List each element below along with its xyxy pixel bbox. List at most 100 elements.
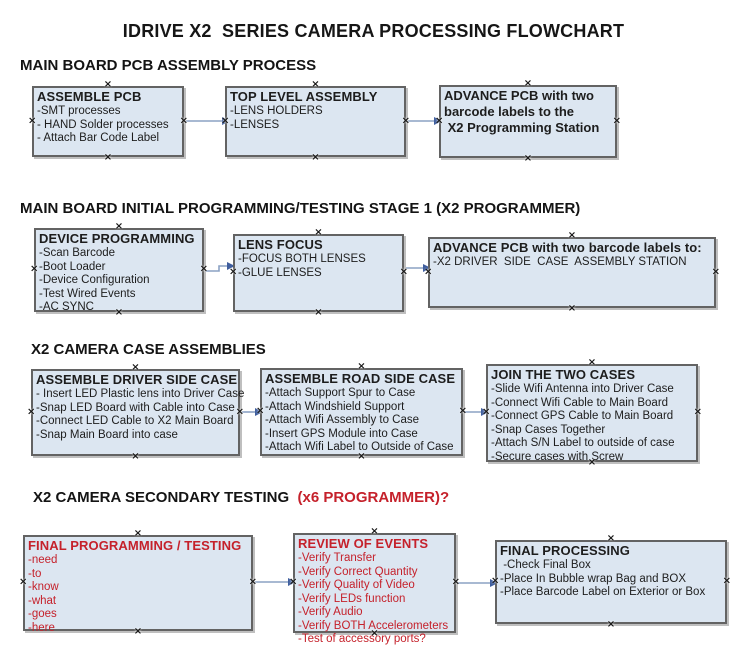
flow-box-1-0[interactable]: DEVICE PROGRAMMING-Scan Barcode-Boot Loa… [30, 222, 208, 318]
connection-point-marker: × [103, 152, 113, 163]
flow-box-line: -Snap Main Board into case [36, 428, 178, 441]
flow-box-line: -Attach Windshield Support [265, 400, 405, 413]
flow-box-line: -Attach Support Spur to Case [265, 387, 416, 399]
flow-box-line: -Device Configuration [39, 274, 150, 286]
flow-box-line: -Attach S/N Label to outside of case [491, 437, 675, 449]
section-heading-text: MAIN BOARD PCB ASSEMBLY PROCESS [20, 57, 317, 74]
connection-point-marker: × [424, 266, 433, 278]
flow-box-line: ADVANCE PCB with two [444, 88, 594, 103]
flow-box-title: LENS FOCUS [238, 237, 323, 252]
flow-box-line: -Slide Wifi Antenna into Driver Case [491, 383, 674, 395]
flow-box-1-2[interactable]: ADVANCE PCB with two barcode labels to:-… [424, 231, 720, 314]
flow-box-line: - HAND Solder processes [37, 118, 169, 131]
section-heading-red-text: (x6 PROGRAMMER)? [293, 489, 450, 506]
flow-box-line: -Test Wired Events [39, 287, 136, 300]
connection-point-marker: × [199, 263, 208, 275]
connection-point-marker: × [722, 575, 731, 587]
connection-point-marker: × [179, 115, 188, 127]
flow-box-line: - Attach Bar Code Label [37, 132, 160, 144]
arrow-row4-2 [456, 579, 498, 587]
flow-box-title: REVIEW OF EVENTS [298, 536, 429, 551]
connection-point-marker: × [235, 406, 244, 418]
arrow-row1-2 [406, 117, 442, 125]
flow-box-line: -Boot Loader [39, 260, 106, 273]
flow-box-title: FINAL PROGRAMMING / TESTING [28, 538, 242, 553]
connection-point-marker: × [451, 576, 460, 588]
arrow-row1-1 [185, 117, 230, 125]
connection-point-marker: × [523, 78, 533, 89]
section-heading-2: X2 CAMERA CASE ASSEMBLIES [31, 341, 266, 358]
flow-box-2-2[interactable]: JOIN THE TWO CASES-Slide Wifi Antenna in… [482, 358, 702, 468]
flow-box-3-0[interactable]: FINAL PROGRAMMING / TESTING-need-to-know… [19, 529, 257, 637]
flow-box-title: JOIN THE TWO CASES [491, 367, 636, 382]
connection-point-marker: × [435, 115, 444, 127]
flow-box-title: ADVANCE PCB with two barcode labels to: [433, 240, 702, 255]
connection-point-marker: × [311, 79, 320, 90]
flow-box-line: -Verify Transfer [298, 552, 376, 564]
flow-box-line: -Attach Wifi Assembly to Case [265, 414, 420, 426]
connection-point-marker: × [606, 533, 616, 544]
connection-point-marker: × [289, 576, 298, 588]
connection-point-marker: × [131, 451, 140, 462]
section-heading-0: MAIN BOARD PCB ASSEMBLY PROCESS [20, 57, 316, 74]
flow-box-line: -LENS HOLDERS [230, 105, 323, 117]
flow-box-line: -here [28, 621, 55, 634]
connection-point-marker: × [221, 115, 230, 127]
connection-point-marker: × [711, 266, 720, 278]
flow-box-line: -FOCUS BOTH LENSES [238, 253, 366, 265]
flow-box-line: -Connect LED Cable to X2 Main Board [36, 415, 234, 427]
flow-box-0-0[interactable]: ASSEMBLE PCB-SMT processes- HAND Solder … [28, 80, 188, 163]
flow-box-line: -Secure cases with Screw [491, 450, 624, 463]
arrow-row4-1 [253, 578, 296, 586]
flow-box-3-1[interactable]: REVIEW OF EVENTS-Verify Transfer -Verify … [289, 527, 460, 646]
connection-point-marker: × [482, 406, 491, 418]
flow-box-line: -Verify LEDs function [298, 592, 406, 605]
flow-box-line: -Place In Bubble wrap Bag and BOX [500, 572, 687, 585]
flow-box-line: -to [28, 567, 42, 580]
flow-box-line: -Snap Cases Together [491, 423, 606, 436]
section-heading-text: X2 CAMERA SECONDARY TESTING [33, 489, 294, 506]
connection-point-marker: × [314, 307, 323, 318]
connection-point-marker: × [693, 406, 702, 418]
connection-point-marker: × [314, 227, 323, 238]
connection-point-marker: × [133, 528, 143, 539]
connection-point-marker: × [131, 362, 140, 373]
flow-box-title: FINAL PROCESSING [500, 543, 630, 558]
connection-point-marker: × [523, 153, 533, 164]
flow-box-line: -SMT processes [37, 105, 121, 117]
flow-box-line: -GLUE LENSES [238, 266, 322, 279]
flow-box-line: -X2 DRIVER SIDE CASE ASSEMBLY STATION [433, 256, 687, 268]
arrow-row2-2 [404, 264, 431, 272]
flow-box-line: -Scan Barcode [39, 247, 116, 259]
flow-box-title: ASSEMBLE PCB [37, 89, 142, 104]
flow-box-line: barcode labels to the [444, 104, 575, 119]
flow-box-1-1[interactable]: LENS FOCUS-FOCUS BOTH LENSES-GLUE LENSES… [229, 228, 408, 318]
flow-box-3-2[interactable]: FINAL PROCESSING -Check Final Box-Place … [491, 534, 731, 630]
connection-point-marker: × [612, 115, 621, 127]
flow-box-line: -Connect GPS Cable to Main Board [491, 410, 674, 422]
flow-box-line: - Insert LED Plastic lens into Driver Ca… [36, 388, 245, 400]
connection-point-marker: × [357, 361, 366, 372]
flow-box-line: -AC SYNC [39, 301, 94, 313]
flow-box-title: ASSEMBLE ROAD SIDE CASE [265, 371, 456, 386]
flow-box-line: -Verify BOTH Accelerometers [298, 619, 449, 632]
connection-point-marker: × [28, 115, 37, 127]
flow-box-line: -Snap LED Board with Cable into Case [36, 401, 235, 414]
flow-box-2-1[interactable]: ASSEMBLE ROAD SIDE CASE-Attach Support S… [256, 362, 467, 462]
section-heading-text: MAIN BOARD INITIAL PROGRAMMING/TESTING S… [20, 200, 581, 217]
connection-point-marker: × [256, 405, 265, 417]
flow-box-line: -goes [28, 608, 57, 620]
flow-box-line: -need [28, 554, 58, 566]
flow-box-2-0[interactable]: ASSEMBLE DRIVER SIDE CASE- Insert LED Pl… [27, 363, 245, 462]
connection-point-marker: × [458, 405, 467, 417]
connection-point-marker: × [401, 115, 410, 127]
flow-box-0-1[interactable]: TOP LEVEL ASSEMBLY-LENS HOLDERS-LENSES××… [221, 80, 410, 163]
connection-point-marker: × [399, 266, 408, 278]
flow-box-line: -Verify Quality of Video [298, 579, 415, 591]
flow-box-line: -Check Final Box [500, 559, 591, 571]
flow-box-line: -Insert GPS Module into Case [265, 427, 418, 440]
connection-point-marker: × [229, 266, 238, 278]
flow-box-line: -LENSES [230, 118, 280, 131]
